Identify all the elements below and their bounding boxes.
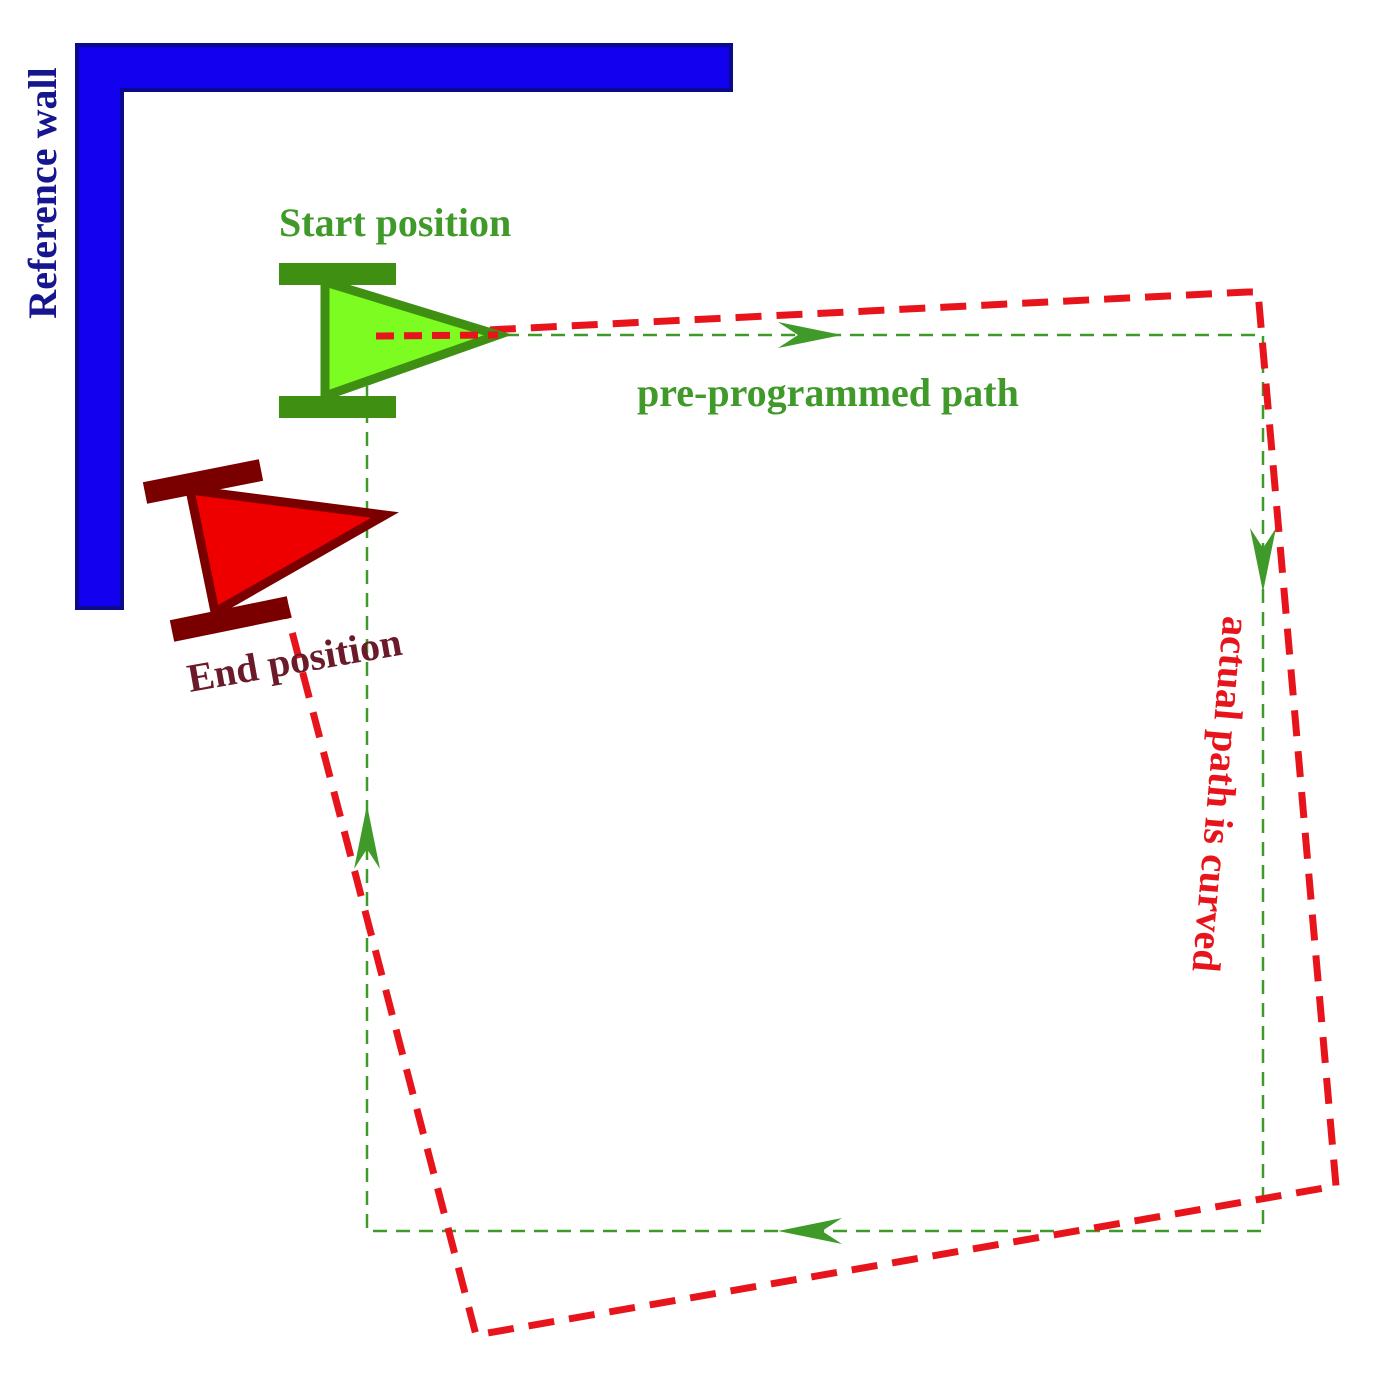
reference-wall (75, 43, 733, 610)
path-arrow-left (778, 1218, 842, 1244)
start-robot (279, 263, 513, 418)
path-arrow-right (778, 322, 842, 348)
path-arrow-up (354, 805, 380, 869)
preprogrammed-path-label: pre-programmed path (637, 370, 1019, 415)
end-robot (142, 459, 399, 642)
path-arrow-down (1250, 528, 1276, 592)
end-robot-bottom-wheel (169, 596, 292, 642)
reference-wall-label: Reference wall (20, 67, 65, 318)
reference-wall-shape (75, 43, 733, 610)
preprogrammed-path-square (365, 333, 1265, 1233)
actual-path (281, 288, 1340, 1339)
actual-path-label: actual path is curved (1183, 615, 1259, 974)
start-position-label: Start position (279, 200, 511, 245)
end-robot-top-wheel (142, 459, 264, 504)
start-robot-bottom-wheel (279, 396, 396, 418)
end-robot-body (184, 484, 399, 619)
preprogrammed-path (354, 322, 1276, 1244)
actual-path-start-segment (375, 331, 499, 340)
start-robot-top-wheel (279, 263, 396, 285)
